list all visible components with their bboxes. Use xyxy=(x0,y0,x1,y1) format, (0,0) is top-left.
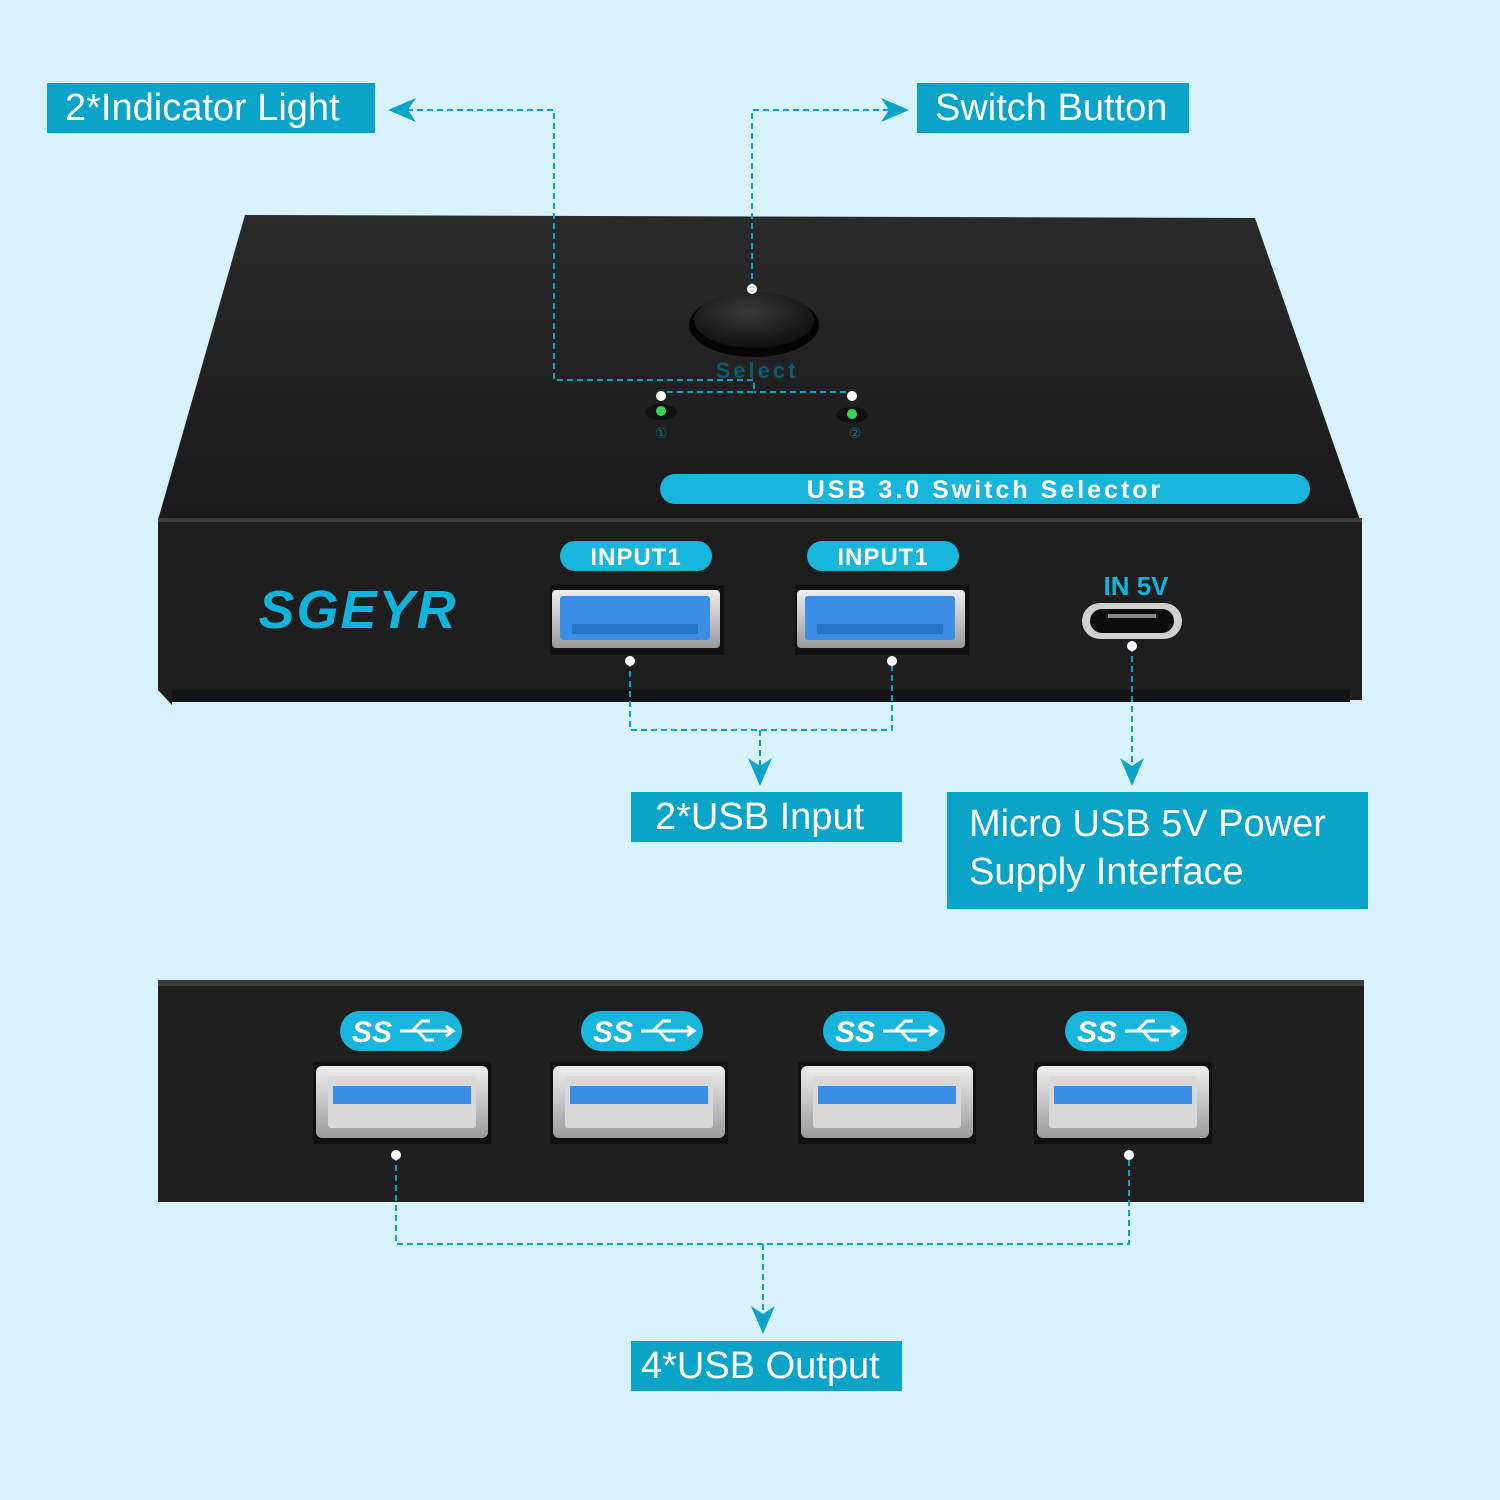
indicator-led-1 xyxy=(645,404,677,420)
brand-logo: SGEYR xyxy=(258,580,457,640)
ss-label-2: SS xyxy=(593,1016,633,1049)
callout-power-line-1: Micro USB 5V Power xyxy=(969,803,1326,845)
usb-output-port-4[interactable]: SS xyxy=(1034,1011,1212,1144)
callout-power-interface: Micro USB 5V Power Supply Interface xyxy=(947,792,1368,909)
power-label: IN 5V xyxy=(1103,571,1169,601)
ss-label-1: SS xyxy=(352,1016,392,1049)
callout-usb-input: 2*USB Input xyxy=(631,792,902,842)
select-label: Select xyxy=(716,358,799,383)
usb-output-port-2[interactable]: SS xyxy=(550,1011,728,1144)
ss-label-4: SS xyxy=(1077,1016,1117,1049)
led-1-label: ① xyxy=(655,426,668,442)
callout-usb-output: 4*USB Output xyxy=(631,1341,902,1391)
usb-output-port-1[interactable]: SS xyxy=(313,1011,491,1144)
switch-device: Select ① ② USB 3.0 Switch Selector SGEYR… xyxy=(158,215,1362,705)
indicator-led-2 xyxy=(836,407,868,423)
input-2-label: INPUT1 xyxy=(837,544,928,571)
callout-indicator-light: 2*Indicator Light xyxy=(47,83,375,133)
product-label-pill xyxy=(660,474,1310,504)
device-top-surface xyxy=(158,215,1360,520)
usb-input-port-1[interactable] xyxy=(550,585,724,655)
led-2-label: ② xyxy=(849,426,862,442)
select-button[interactable] xyxy=(689,292,819,357)
product-label: USB 3.0 Switch Selector xyxy=(807,476,1164,504)
device-front-face xyxy=(158,520,1362,705)
callout-power-line-2: Supply Interface xyxy=(969,851,1244,893)
usb-input-port-2[interactable] xyxy=(795,585,969,655)
input-1-label: INPUT1 xyxy=(590,544,681,571)
usb-output-port-3[interactable]: SS xyxy=(798,1011,976,1144)
callout-switch-button: Switch Button xyxy=(917,83,1189,133)
micro-usb-port[interactable] xyxy=(1082,603,1182,639)
leader-dots xyxy=(391,284,1137,1160)
ss-label-3: SS xyxy=(835,1016,875,1049)
